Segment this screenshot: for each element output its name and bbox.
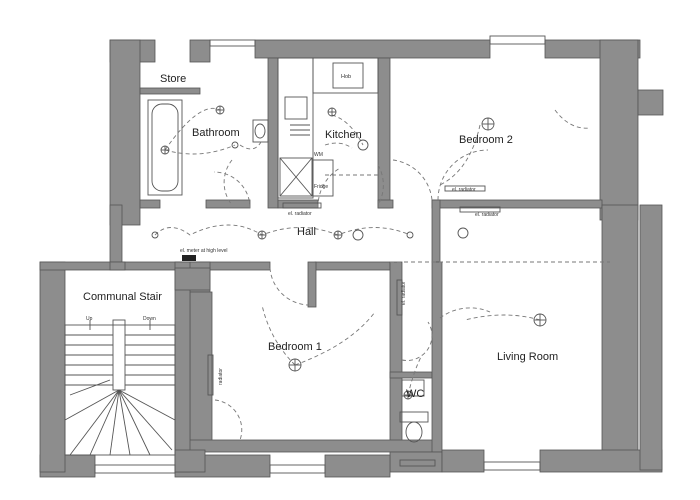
wc-basin bbox=[401, 379, 425, 397]
annotation-fridge: Fridge bbox=[314, 184, 328, 190]
room-label-bathroom: Bathroom bbox=[192, 127, 240, 139]
windows bbox=[94, 35, 546, 474]
room-label-living-room: Living Room bbox=[497, 351, 558, 363]
bathroom-fixtures bbox=[147, 99, 269, 196]
room-label-bedroom1: Bedroom 1 bbox=[268, 341, 322, 353]
room-label-hall: Hall bbox=[297, 226, 316, 238]
kitchen-fixtures bbox=[277, 57, 379, 199]
annotation-el-radiator-wc: el. radiator bbox=[401, 281, 407, 305]
light-bedroom2 bbox=[481, 117, 495, 131]
light-wc bbox=[403, 390, 413, 400]
room-label-kitchen: Kitchen bbox=[325, 129, 362, 141]
light-hall bbox=[257, 230, 267, 240]
annotation-el-radiator-bedroom2: el. radiator bbox=[452, 187, 476, 193]
annotation-el-radiator-living: el. radiator bbox=[475, 212, 499, 218]
door-swings bbox=[213, 149, 610, 441]
room-label-store: Store bbox=[160, 73, 186, 85]
annotation-wm: WM bbox=[314, 152, 323, 158]
annotation-radiator-bedroom1: radiator bbox=[218, 368, 224, 385]
annotation-el-radiator-hall: el. radiator bbox=[288, 211, 312, 217]
light-hall-2 bbox=[333, 230, 343, 240]
toilet bbox=[405, 421, 423, 443]
annotation-el-meter: el. meter at high level bbox=[180, 248, 228, 254]
room-label-bedroom2: Bedroom 2 bbox=[459, 134, 513, 146]
bathtub bbox=[147, 99, 183, 196]
room-label-wc: WC bbox=[406, 388, 424, 400]
annotation-stair-down: Down bbox=[143, 316, 156, 322]
room-label-communal-stair: Communal Stair bbox=[83, 291, 162, 303]
annotation-hob: Hob bbox=[341, 74, 351, 80]
light-bathroom-2 bbox=[160, 145, 170, 155]
fridge-unit bbox=[312, 159, 334, 197]
kitchen-sink bbox=[284, 96, 308, 120]
walls bbox=[39, 39, 664, 478]
wc-fixtures bbox=[399, 379, 429, 443]
electricity-meter bbox=[182, 255, 196, 261]
stair bbox=[64, 319, 176, 456]
washing-machine bbox=[279, 157, 313, 197]
light-kitchen bbox=[327, 107, 337, 117]
labels: Store Bathroom Kitchen Bedroom 2 Hall Be… bbox=[83, 73, 558, 400]
light-living-room bbox=[533, 313, 547, 327]
light-bedroom1 bbox=[288, 358, 302, 372]
hob-unit bbox=[332, 62, 364, 89]
electrical-fittings bbox=[151, 105, 547, 400]
annotation-stair-up: Up bbox=[86, 316, 93, 322]
light-bathroom bbox=[215, 105, 225, 115]
